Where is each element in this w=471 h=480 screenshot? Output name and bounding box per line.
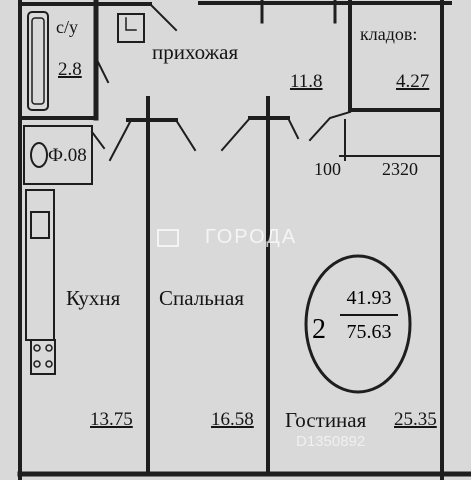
bedroom-door-icon	[174, 118, 197, 152]
total-area: 75.63	[346, 321, 392, 343]
bathroom-area: 2.8	[58, 59, 82, 80]
storage-label: кладов:	[360, 24, 418, 44]
toilet-door-icon	[90, 130, 106, 150]
toilet-area: Ф.08	[48, 145, 87, 166]
hallway-area: 11.8	[290, 71, 323, 92]
living-area: 25.35	[394, 409, 437, 430]
bathtub-icon	[27, 11, 49, 111]
dimension-100: 100	[314, 159, 341, 179]
kitchen-label: Кухня	[66, 286, 121, 310]
toilet-icon	[30, 142, 48, 168]
living-label: Гостиная	[285, 408, 367, 432]
storage-door-icon	[308, 110, 352, 142]
bedroom-door2-icon	[220, 116, 252, 152]
entry-door-icon	[148, 2, 178, 32]
watermark-id: D1350892	[296, 433, 366, 450]
dimension-2320: 2320	[382, 159, 418, 179]
storage-area: 4.27	[396, 71, 430, 92]
watermark-text: ГОРОДА	[205, 226, 298, 248]
bedroom-label: Спальная	[159, 286, 245, 310]
watermark-logo-icon	[157, 229, 179, 247]
rooms-count: 2	[312, 314, 326, 345]
area-fraction: 41.93 75.63	[340, 287, 398, 344]
area-summary-badge	[304, 254, 412, 394]
kitchen-door-icon	[108, 120, 132, 162]
bathroom-label: с/у	[56, 17, 78, 37]
sink-icon	[30, 211, 50, 239]
kitchen-area: 13.75	[90, 409, 133, 430]
living-door-icon	[286, 116, 300, 140]
hallway-cabinet-icon	[117, 13, 145, 43]
living-area-total: 41.93	[346, 287, 392, 309]
bathroom-door-icon	[94, 56, 110, 84]
fraction-line	[340, 314, 398, 316]
toilet-room	[23, 125, 93, 185]
stove-icon	[30, 339, 56, 375]
hallway-label: прихожая	[152, 40, 239, 64]
bedroom-area: 16.58	[211, 409, 254, 430]
